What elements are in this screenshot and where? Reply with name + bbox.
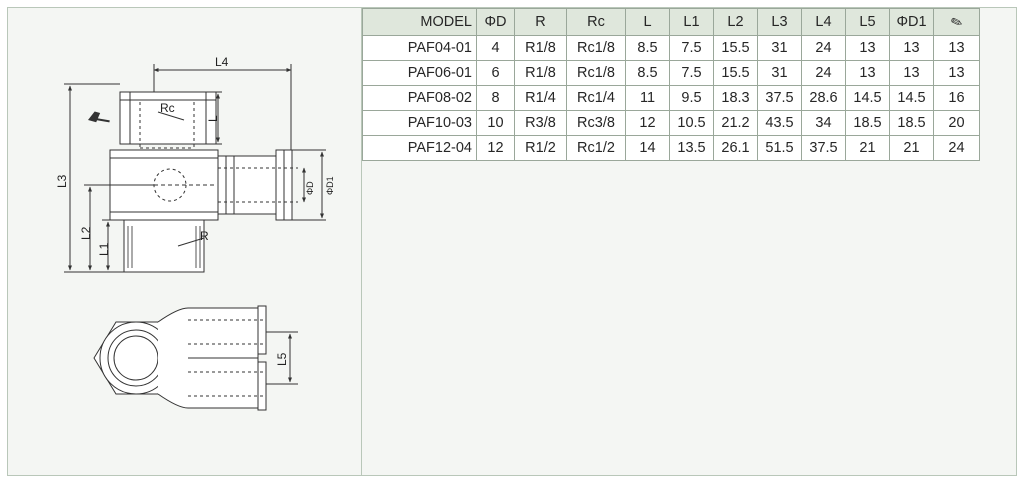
cell-l2: 18.3 — [713, 85, 758, 111]
push-in-fitting — [217, 155, 277, 215]
label-phi-d: ΦD — [305, 181, 315, 195]
cell-rc: Rc1/8 — [566, 35, 626, 61]
cell-l2: 15.5 — [713, 35, 758, 61]
cell-l: 14 — [625, 135, 670, 161]
cell-phi-d1: 21 — [889, 135, 934, 161]
cell-l1: 7.5 — [669, 35, 714, 61]
cell-model: PAF08-02 — [362, 85, 477, 111]
cell-phi-d: 8 — [476, 85, 515, 111]
cell-r: R1/8 — [514, 60, 567, 86]
cell-phi-d1: 14.5 — [889, 85, 934, 111]
table-row: PAF12-04 12 R1/2 Rc1/2 14 13.5 26.1 51.5… — [362, 135, 980, 161]
table-row: PAF08-02 8 R1/4 Rc1/4 11 9.5 18.3 37.5 2… — [362, 85, 980, 111]
cell-r: R3/8 — [514, 110, 567, 136]
cell-wrench: 13 — [933, 60, 980, 86]
cell-model: PAF04-01 — [362, 35, 477, 61]
bottom-thread — [123, 219, 205, 273]
cell-wrench: 20 — [933, 110, 980, 136]
cell-l1: 7.5 — [669, 60, 714, 86]
cell-l: 8.5 — [625, 35, 670, 61]
hex-top-body — [119, 91, 217, 145]
label-l4: L4 — [215, 55, 229, 69]
cell-l1: 9.5 — [669, 85, 714, 111]
cell-l3: 31 — [757, 60, 802, 86]
label-l: L — [206, 115, 220, 122]
cell-phi-d1: 18.5 — [889, 110, 934, 136]
cell-l1: 10.5 — [669, 110, 714, 136]
header-l: L — [625, 8, 670, 36]
cell-rc: Rc3/8 — [566, 110, 626, 136]
cell-wrench: 13 — [933, 35, 980, 61]
cell-l3: 43.5 — [757, 110, 802, 136]
header-l3: L3 — [757, 8, 802, 36]
cell-model: PAF10-03 — [362, 110, 477, 136]
cell-l4: 34 — [801, 110, 846, 136]
table-row: PAF10-03 10 R3/8 Rc3/8 12 10.5 21.2 43.5… — [362, 110, 980, 136]
cell-wrench: 24 — [933, 135, 980, 161]
cell-l5: 21 — [845, 135, 890, 161]
label-l2: L2 — [79, 226, 93, 240]
label-l1: L1 — [97, 242, 111, 256]
cell-phi-d: 4 — [476, 35, 515, 61]
header-l2: L2 — [713, 8, 758, 36]
cell-phi-d1: 13 — [889, 60, 934, 86]
table-header-row: MODEL ΦD R Rc L L1 L2 L3 L4 L5 ΦD1 ✎ — [362, 8, 980, 36]
header-phi-d1: ΦD1 — [889, 8, 934, 36]
label-l5: L5 — [275, 352, 289, 366]
cell-l3: 51.5 — [757, 135, 802, 161]
cell-l5: 14.5 — [845, 85, 890, 111]
cell-l2: 15.5 — [713, 60, 758, 86]
header-r: R — [514, 8, 567, 36]
technical-drawing: L4 Rc L L3 L2 L1 R ΦD ΦD1 L5 — [55, 55, 335, 411]
header-rc: Rc — [566, 8, 626, 36]
label-phi-d1: ΦD1 — [325, 176, 335, 195]
header-phi-d: ΦD — [476, 8, 515, 36]
cell-l4: 28.6 — [801, 85, 846, 111]
cell-r: R1/4 — [514, 85, 567, 111]
cell-r: R1/2 — [514, 135, 567, 161]
cell-l2: 26.1 — [713, 135, 758, 161]
cell-phi-d: 6 — [476, 60, 515, 86]
cell-l2: 21.2 — [713, 110, 758, 136]
cell-l: 8.5 — [625, 60, 670, 86]
cell-l5: 18.5 — [845, 110, 890, 136]
cell-rc: Rc1/4 — [566, 85, 626, 111]
cell-l5: 13 — [845, 60, 890, 86]
cell-l1: 13.5 — [669, 135, 714, 161]
cell-rc: Rc1/8 — [566, 60, 626, 86]
header-model: MODEL — [362, 8, 477, 36]
cell-rc: Rc1/2 — [566, 135, 626, 161]
cell-l3: 31 — [757, 35, 802, 61]
pane-divider — [361, 8, 362, 475]
label-l3: L3 — [55, 174, 69, 188]
table-row: PAF04-01 4 R1/8 Rc1/8 8.5 7.5 15.5 31 24… — [362, 35, 980, 61]
cell-model: PAF12-04 — [362, 135, 477, 161]
cell-model: PAF06-01 — [362, 60, 477, 86]
cell-l4: 37.5 — [801, 135, 846, 161]
cell-phi-d: 12 — [476, 135, 515, 161]
cell-r: R1/8 — [514, 35, 567, 61]
cell-l: 12 — [625, 110, 670, 136]
cell-l: 11 — [625, 85, 670, 111]
header-l4: L4 — [801, 8, 846, 36]
cell-wrench: 16 — [933, 85, 980, 111]
cell-l3: 37.5 — [757, 85, 802, 111]
header-l5: L5 — [845, 8, 890, 36]
cell-l4: 24 — [801, 35, 846, 61]
label-rc: Rc — [160, 101, 175, 115]
cell-l5: 13 — [845, 35, 890, 61]
wrench-icon — [88, 111, 110, 123]
table-row: PAF06-01 6 R1/8 Rc1/8 8.5 7.5 15.5 31 24… — [362, 60, 980, 86]
cell-phi-d: 10 — [476, 110, 515, 136]
cell-phi-d1: 13 — [889, 35, 934, 61]
label-r: R — [200, 229, 209, 243]
cell-l4: 24 — [801, 60, 846, 86]
header-l1: L1 — [669, 8, 714, 36]
spec-table: MODEL ΦD R Rc L L1 L2 L3 L4 L5 ΦD1 ✎ PAF… — [362, 8, 980, 161]
wrench-icon: ✎ — [948, 12, 965, 32]
header-wrench: ✎ — [933, 8, 980, 36]
